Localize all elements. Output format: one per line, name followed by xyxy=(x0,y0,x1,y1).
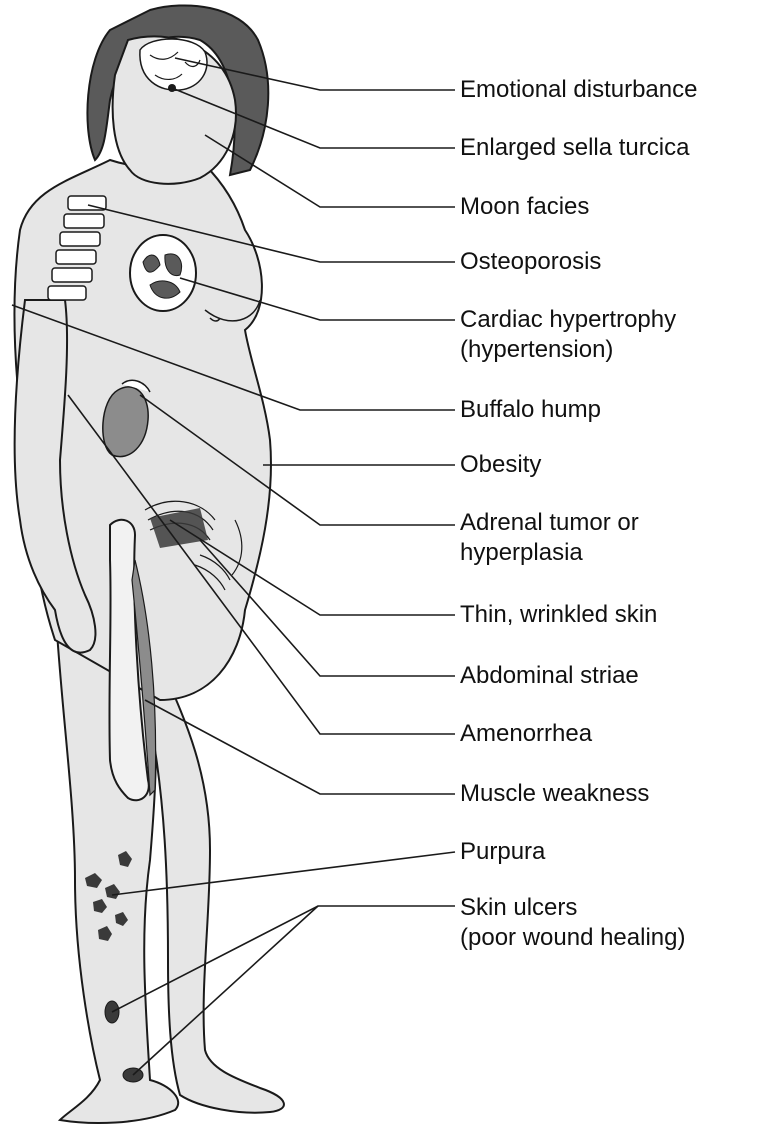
leader-skin-ulcers-2 xyxy=(133,906,318,1075)
label-enlarged-sella-turcica: Enlarged sella turcica xyxy=(460,133,689,163)
label-emotional-disturbance: Emotional disturbance xyxy=(460,75,697,105)
heart-icon xyxy=(130,235,196,311)
label-skin-ulcers-1: Skin ulcers xyxy=(460,893,577,923)
label-adrenal-tumor-2: hyperplasia xyxy=(460,538,583,568)
leader-skin-ulcers xyxy=(112,906,455,1012)
label-purpura: Purpura xyxy=(460,837,545,867)
label-cardiac-hypertrophy-2: (hypertension) xyxy=(460,335,613,365)
label-thin-wrinkled-skin: Thin, wrinkled skin xyxy=(460,600,657,630)
label-cardiac-hypertrophy-1: Cardiac hypertrophy xyxy=(460,305,676,335)
label-adrenal-tumor-1: Adrenal tumor or xyxy=(460,508,639,538)
label-abdominal-striae: Abdominal striae xyxy=(460,661,639,691)
label-obesity: Obesity xyxy=(460,450,541,480)
label-muscle-weakness: Muscle weakness xyxy=(460,779,649,809)
label-moon-facies: Moon facies xyxy=(460,192,589,222)
label-skin-ulcers-2: (poor wound healing) xyxy=(460,923,685,953)
label-buffalo-hump: Buffalo hump xyxy=(460,395,601,425)
label-osteoporosis: Osteoporosis xyxy=(460,247,601,277)
leader-purpura xyxy=(112,852,455,895)
label-amenorrhea: Amenorrhea xyxy=(460,719,592,749)
